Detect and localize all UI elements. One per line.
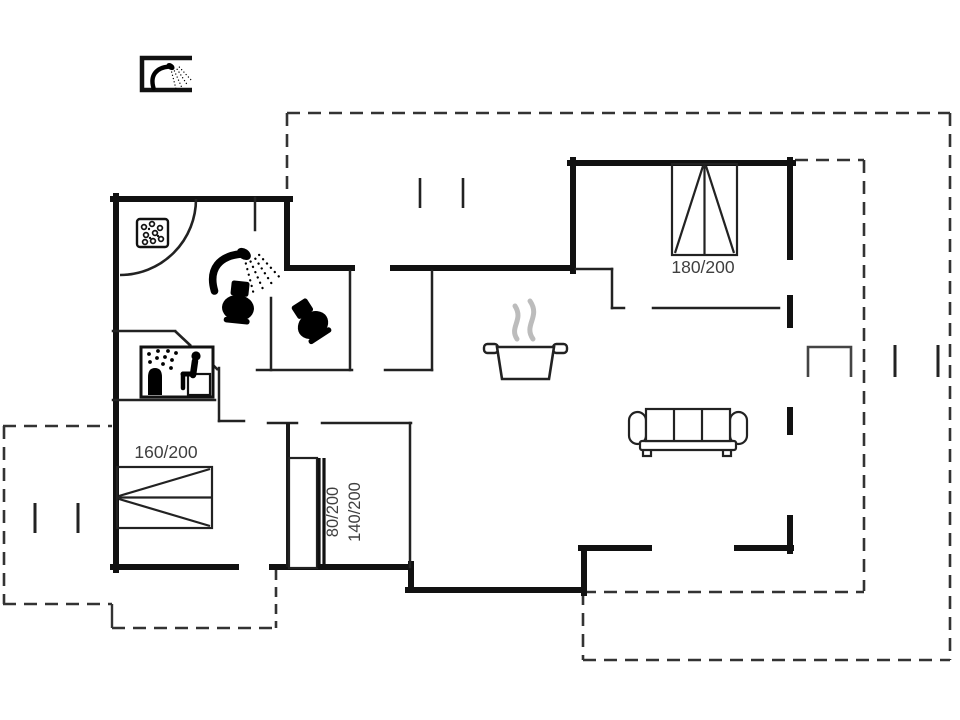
top-terrace-step-markers — [418, 178, 465, 208]
right-terrace-step-markers — [893, 345, 940, 377]
double-bed-icon-180 — [670, 162, 739, 257]
washing-machine-icon — [135, 217, 170, 249]
shower-icon — [152, 62, 190, 90]
double-bed-icon-160 — [115, 465, 214, 530]
bunk-bed-icon — [287, 456, 326, 570]
bottom-left-terrace-outline — [110, 570, 278, 630]
bunk-size-label-140: 140/200 — [346, 482, 364, 542]
bedroom-left-area — [120, 402, 285, 565]
sauna-person — [180, 351, 201, 391]
left-terrace-step-markers — [33, 503, 80, 533]
bottom-terrace-outline — [581, 592, 950, 662]
entrance-door-swing-arc — [119, 198, 198, 277]
cooking-pot-icon — [482, 298, 569, 381]
steam-icon — [512, 298, 537, 342]
sauna-icon — [139, 345, 215, 399]
sauna-door-leaf — [174, 330, 192, 347]
outdoor-shower-cabin — [139, 55, 192, 93]
bed-size-label-160: 160/200 — [134, 442, 198, 462]
left-terrace-outline — [2, 424, 112, 606]
living-room-area — [434, 372, 786, 544]
bed-size-label-180: 180/200 — [671, 257, 735, 277]
sofa-icon — [627, 407, 749, 458]
top-and-right-terrace-outline — [285, 111, 952, 660]
right-terrace-stair-icon — [806, 345, 853, 377]
bunk-size-label-80: 80/200 — [324, 487, 342, 537]
interior-walls — [111, 196, 781, 569]
